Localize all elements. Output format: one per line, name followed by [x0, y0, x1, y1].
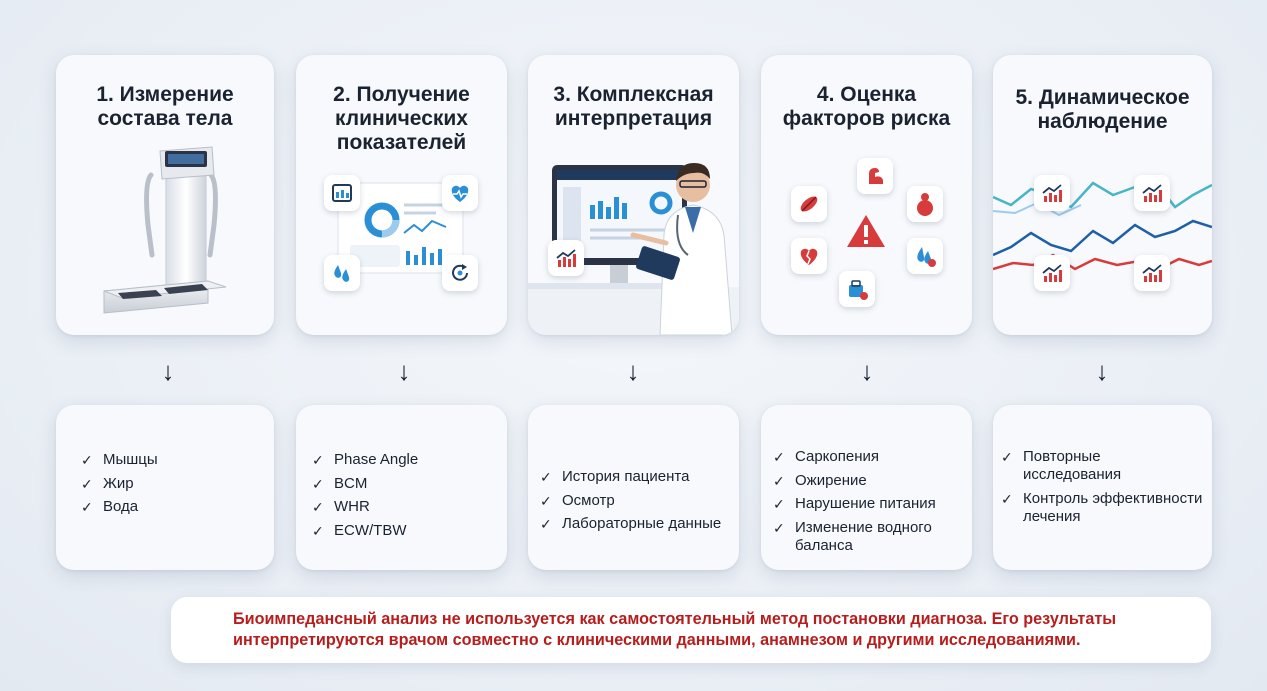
list-item: ✓История пациента	[540, 468, 690, 485]
step-1-checklist: ✓Мышцы ✓Жир ✓Вода	[81, 451, 158, 522]
calendar-chart-icon	[324, 175, 360, 211]
list-item: ✓WHR	[312, 498, 370, 515]
step-3-details-card: ✓История пациента ✓Осмотр ✓Лабораторные …	[528, 405, 739, 570]
check-icon: ✓	[540, 469, 552, 485]
list-item: ✓BCM	[312, 474, 368, 492]
arrow-down-icon-4: ↓	[860, 356, 874, 386]
disclaimer-text: Биоимпедансный анализ не используется ка…	[233, 610, 1117, 649]
warning-icon	[847, 215, 885, 247]
trend-chart-icon-3	[1034, 255, 1070, 291]
list-item: ✓Phase Angle	[312, 451, 419, 468]
disclaimer-box: Биоимпедансный анализ не используется ка…	[171, 597, 1211, 663]
step-1-title: 1. Измерение состава тела	[96, 83, 234, 130]
doctor-icon	[528, 163, 739, 335]
water-drop-icon	[324, 255, 360, 291]
list-item: ✓Повторные исследования	[1001, 448, 1122, 483]
check-icon: ✓	[312, 499, 324, 515]
trend-chart-icon-1	[1034, 175, 1070, 211]
step-1-details-card: ✓Мышцы ✓Жир ✓Вода	[56, 405, 274, 570]
water-balance-icon	[907, 238, 943, 274]
step-4-details-card: ✓Саркопения ✓Ожирение ✓Нарушение питания…	[761, 405, 972, 570]
check-icon: ✓	[81, 475, 93, 492]
check-icon: ✓	[540, 516, 552, 532]
heart-icon	[442, 175, 478, 211]
dashboard-icon	[337, 182, 464, 274]
step-3-checklist: ✓История пациента ✓Осмотр ✓Лабораторные …	[540, 468, 721, 539]
broken-heart-icon	[791, 238, 827, 274]
step-2-checklist: ✓Phase Angle ✓BCM ✓WHR ✓ECW/TBW	[312, 451, 418, 545]
nutrition-icon	[839, 271, 875, 307]
step-5-details-card: ✓Повторные исследования ✓Контроль эффект…	[993, 405, 1212, 570]
list-item: ✓Изменение водного баланса	[773, 518, 932, 554]
arrow-down-icon-5: ↓	[1095, 356, 1109, 386]
arrow-down-icon-3: ↓	[626, 356, 640, 386]
check-icon: ✓	[773, 496, 785, 512]
body-composition-analyzer-icon	[103, 146, 227, 314]
arrow-down-icon-2: ↓	[397, 356, 411, 386]
arrow-down-icon-1: ↓	[161, 356, 175, 386]
check-icon: ✓	[540, 492, 552, 509]
list-item: ✓Ожирение	[773, 471, 867, 489]
check-icon: ✓	[312, 452, 324, 468]
trend-chart-icon	[548, 240, 584, 276]
step-3-title: 3. Комплексная интерпретация	[553, 83, 714, 130]
list-item: ✓Нарушение питания	[773, 495, 936, 512]
list-item: ✓Саркопения	[773, 448, 880, 465]
check-icon: ✓	[312, 522, 324, 539]
trend-chart-icon-2	[1134, 175, 1170, 211]
list-item: ✓Мышцы	[81, 451, 158, 468]
list-item: ✓Контроль эффективности лечения	[1001, 489, 1203, 525]
step-5-checklist: ✓Повторные исследования ✓Контроль эффект…	[1001, 448, 1206, 531]
check-icon: ✓	[1001, 490, 1013, 507]
muscle-icon	[857, 158, 893, 194]
list-item: ✓Вода	[81, 498, 139, 515]
step-4-title: 4. Оценка факторов риска	[782, 83, 951, 130]
step-4-checklist: ✓Саркопения ✓Ожирение ✓Нарушение питания…	[773, 448, 959, 560]
step-2-details-card: ✓Phase Angle ✓BCM ✓WHR ✓ECW/TBW	[296, 405, 507, 570]
check-icon: ✓	[773, 472, 785, 489]
step-4-card: 4. Оценка факторов риска	[761, 55, 972, 335]
step-1-card: 1. Измерение состава тела	[56, 55, 274, 335]
refresh-icon	[442, 255, 478, 291]
check-icon: ✓	[312, 475, 324, 492]
step-5-title: 5. Динамическое наблюдение	[1015, 86, 1190, 133]
step-2-card: 2. Получение клинических показателей	[296, 55, 507, 335]
list-item: ✓Осмотр	[540, 491, 615, 509]
check-icon: ✓	[1001, 449, 1013, 465]
step-2-title: 2. Получение клинических показателей	[333, 83, 470, 154]
obesity-icon	[907, 186, 943, 222]
list-item: ✓ECW/TBW	[312, 521, 407, 539]
list-item: ✓Жир	[81, 474, 134, 492]
list-item: ✓Лабораторные данные	[540, 515, 722, 532]
trend-lines-icon	[993, 179, 1212, 271]
bone-icon	[791, 186, 827, 222]
trend-chart-icon-4	[1134, 255, 1170, 291]
step-5-card: 5. Динамическое наблюдение	[993, 55, 1212, 335]
check-icon: ✓	[773, 519, 785, 536]
check-icon: ✓	[81, 452, 93, 468]
step-3-card: 3. Комплексная интерпретация	[528, 55, 739, 335]
check-icon: ✓	[81, 499, 93, 515]
check-icon: ✓	[773, 449, 785, 465]
